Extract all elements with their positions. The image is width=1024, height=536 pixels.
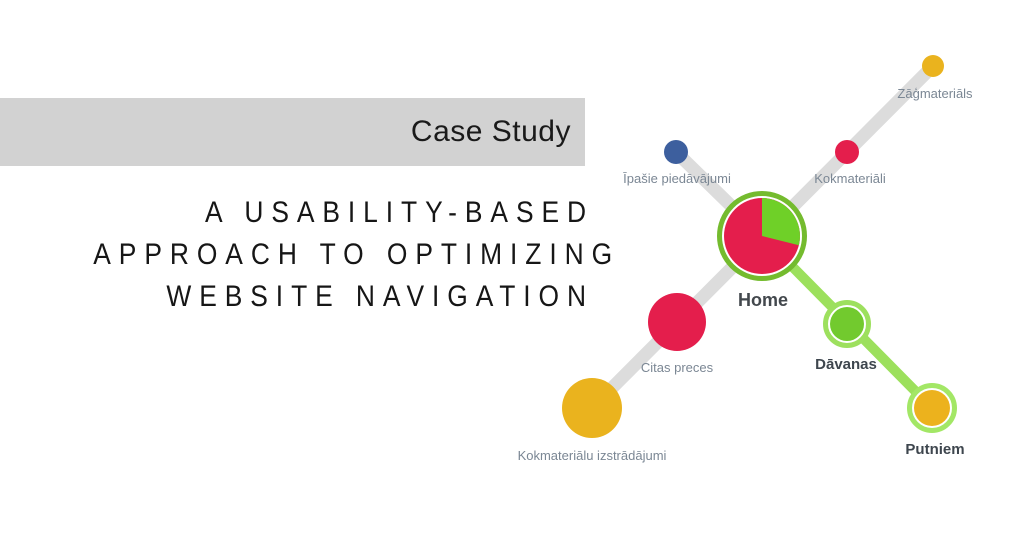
node-dot xyxy=(914,390,950,426)
case-study-label: Case Study xyxy=(410,115,571,148)
node-dot xyxy=(830,307,864,341)
node-ipasie-piedavajumi: Īpašie piedāvājumi xyxy=(623,140,731,186)
node-kokmaterialu-izstradajumi: Kokmateriālu izstrādājumi xyxy=(518,378,667,463)
node-label-kokmaterialu-izstradajumi: Kokmateriālu izstrādājumi xyxy=(518,448,667,463)
node-dot xyxy=(922,55,944,77)
title-line-3: WEBSITE NAVIGATION xyxy=(166,280,595,313)
node-dot xyxy=(648,293,706,351)
node-davanas: Dāvanas xyxy=(815,300,877,373)
node-label-davanas: Dāvanas xyxy=(815,356,877,373)
node-label-putniem: Putniem xyxy=(905,441,964,458)
node-label-kokmateriali: Kokmateriāli xyxy=(814,171,886,186)
node-label-zagmaterials: Zāģmateriāls xyxy=(897,86,973,101)
node-dot xyxy=(562,378,622,438)
node-kokmateriali: Kokmateriāli xyxy=(814,140,886,186)
page-title: A USABILITY-BASED APPROACH TO OPTIMIZING… xyxy=(25,192,612,318)
node-citas-preces: Citas preces xyxy=(641,293,714,375)
case-study-bar: Case Study xyxy=(0,98,585,166)
node-zagmaterials: Zāģmateriāls xyxy=(897,55,973,101)
pie-slice xyxy=(762,198,800,246)
node-putniem: Putniem xyxy=(905,383,965,458)
node-dot xyxy=(664,140,688,164)
node-label-ipasie-piedavajumi: Īpašie piedāvājumi xyxy=(623,171,731,186)
node-label-citas-preces: Citas preces xyxy=(641,360,714,375)
title-line-2: APPROACH TO OPTIMIZING xyxy=(93,238,621,271)
node-dot xyxy=(835,140,859,164)
title-line-1: A USABILITY-BASED xyxy=(205,196,594,229)
node-home: Home xyxy=(717,191,807,310)
node-label-home: Home xyxy=(738,290,788,310)
